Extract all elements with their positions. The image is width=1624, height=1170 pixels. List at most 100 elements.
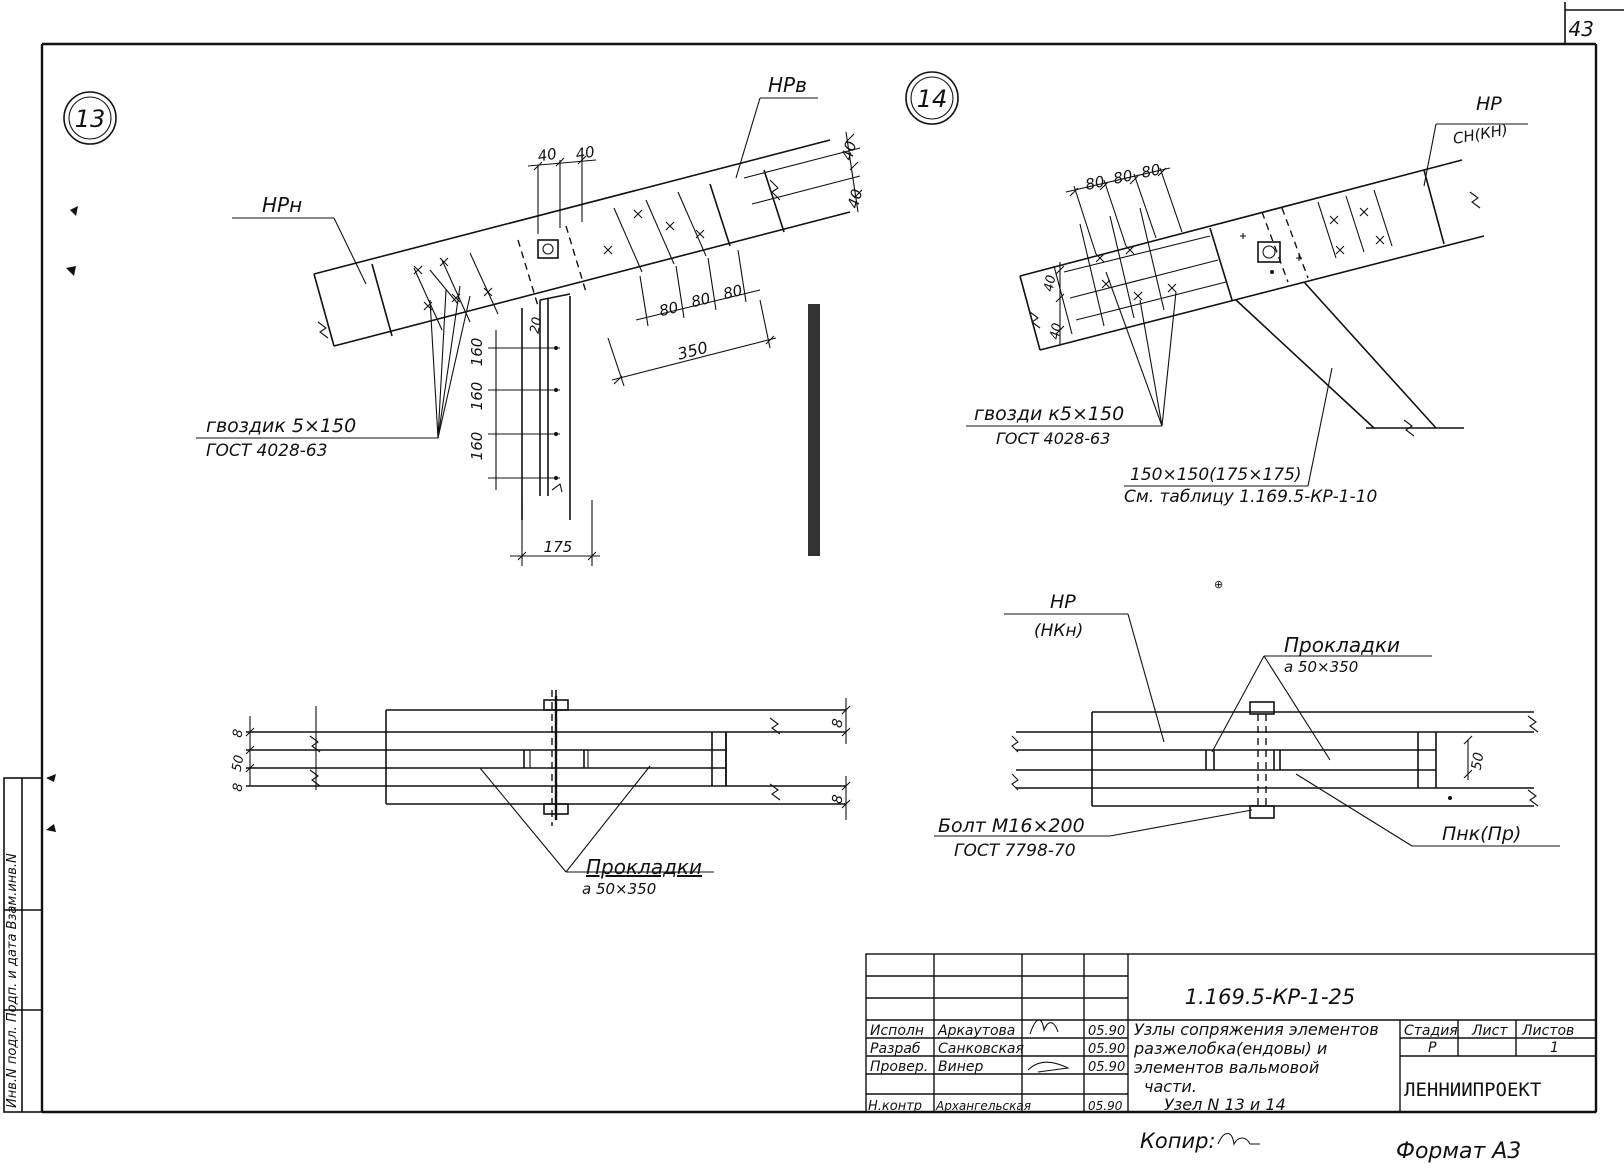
title-block-code: 1.169.5-КР-1-25 [1185, 985, 1356, 1009]
node-13-dim-40b: 40 [574, 143, 596, 164]
section-13-pads-line2: а 50×350 [582, 880, 656, 898]
section-13-dim-50: 50 [230, 754, 248, 773]
stray-mark: ⊕ [1214, 578, 1223, 591]
node-13-number: 13 [75, 105, 106, 133]
date-1: 05.90 [1088, 1024, 1125, 1039]
sheets-value: 1 [1550, 1040, 1559, 1056]
node-14-bolt-washer [1257, 241, 1281, 263]
date-5: 05.90 [1088, 1099, 1123, 1113]
section-14-pads-line2: а 50×350 [1284, 658, 1358, 676]
node-14-label-hp: НР [1476, 93, 1502, 115]
signature-1 [1029, 1019, 1059, 1035]
node-13-label-lower: НРн [262, 193, 302, 217]
margin-marks [46, 206, 78, 832]
section-13-pads-line1: Прокладки [586, 855, 702, 879]
node-13-post [488, 293, 600, 566]
node-14-dim-40b: 40 [1048, 322, 1066, 341]
node-13-dim-80b: 80 [689, 289, 712, 311]
section-14-label-hp: НР [1050, 591, 1076, 613]
name-1: Аркаутова [937, 1023, 1015, 1039]
node-14-nails-line2: ГОСТ 4028-63 [996, 429, 1110, 448]
node-14-dims [1055, 167, 1183, 344]
section-14-dim-50: 50 [1469, 751, 1488, 771]
date-2: 05.90 [1088, 1042, 1125, 1057]
node-13-nails [413, 209, 705, 311]
node-13-dim-80a: 80 [657, 298, 680, 320]
section-13-bolt [543, 690, 569, 826]
role-5: Н.контр [868, 1099, 922, 1114]
node-14-section-line1: 150×150(175×175) [1130, 465, 1302, 485]
node-14-dim-80c: 80 [1140, 160, 1162, 182]
node-13-nails-line2: ГОСТ 4028-63 [206, 441, 328, 461]
sheet-header: Лист [1471, 1023, 1508, 1039]
stage-header: Стадия [1404, 1023, 1458, 1039]
stage-value: Р [1428, 1040, 1437, 1056]
page-number: 43 [1569, 17, 1594, 41]
side-stamp-text: Инв.N подл. Подп. и дата Взам.инв.N [5, 853, 20, 1108]
node-13-dim-160a: 160 [468, 338, 486, 367]
node-14-dim-40a: 40 [1042, 274, 1060, 293]
node-13-dim-40c: 40 [838, 139, 860, 162]
node-13-nails-line1: гвоздик 5×150 [206, 415, 356, 437]
side-stamp: Инв.N подл. Подп. и дата Взам.инв.N [3, 777, 43, 1113]
name-5: Архангельская [935, 1099, 1031, 1113]
title-line-2: разжелобка(ендовы) и [1133, 1039, 1327, 1058]
section-14-bolt-line2: ГОСТ 7798-70 [954, 841, 1076, 861]
role-2: Разраб [870, 1041, 921, 1057]
node-14: 14 [905, 71, 1528, 507]
title-line-5: Узел N 13 и 14 [1164, 1095, 1286, 1114]
title-line-3: элементов вальмовой [1134, 1058, 1319, 1077]
section-13-dim-8c: 8 [230, 728, 246, 739]
section-14-bolt-line1: Болт М16×200 [938, 815, 1085, 837]
sheets-header: Листов [1521, 1023, 1574, 1039]
section-14-bolt [1249, 701, 1275, 819]
copy-signature [1217, 1132, 1260, 1146]
node-13-dim-40d: 40 [844, 187, 866, 210]
node-13-dim-20: 20 [528, 316, 546, 335]
node-14-label-hp-sub: СН(КН) [1452, 121, 1510, 148]
node-14-beam [1019, 159, 1485, 351]
node-14-circle [905, 71, 959, 125]
role-3: Провер. [870, 1059, 928, 1075]
node-13-dim-160b: 160 [468, 382, 486, 411]
copy-label: Копир: [1140, 1129, 1216, 1153]
node-13-dim-160c: 160 [468, 432, 486, 461]
section-14-label-pnk: Пнк(Пр) [1442, 823, 1521, 845]
node-14-number: 14 [917, 85, 948, 113]
node-14-strut [1235, 281, 1464, 437]
node-13-hatch-bar [808, 304, 820, 556]
node-13-label-upper: НРв [768, 73, 807, 97]
node-13: 13 [63, 73, 866, 566]
node-13-dim-80c: 80 [721, 281, 744, 303]
node-13-circle [63, 91, 117, 145]
node-14-dim-80a: 80 [1084, 172, 1106, 194]
node-14-dim-80b: 80 [1112, 166, 1134, 188]
node-13-dim-40a: 40 [536, 145, 558, 166]
name-3: Винер [938, 1059, 983, 1075]
name-2: Санковская [938, 1041, 1024, 1057]
title-line-4: части. [1144, 1077, 1197, 1096]
node-14-nails [1095, 207, 1385, 301]
node-13-beam [313, 139, 851, 347]
section-13: 8 8 8 50 8 Прокладки а 50×350 [230, 690, 851, 898]
node-13-top-dims [527, 131, 863, 387]
format-label: Формат А3 [1396, 1139, 1521, 1164]
node-13-dim-175: 175 [544, 538, 573, 556]
section-13-dim-8b: 8 [829, 793, 846, 805]
node-13-bolt-washer [537, 239, 559, 259]
date-3: 05.90 [1088, 1060, 1125, 1075]
section-14-label-hp-sub: (НКн) [1034, 621, 1083, 641]
title-line-1: Узлы сопряжения элементов [1134, 1020, 1379, 1039]
section-14-pads-line1: Прокладки [1284, 633, 1400, 657]
organization: ЛЕННИИПРОЕКТ [1404, 1079, 1541, 1101]
section-13-dim-8d: 8 [230, 782, 246, 793]
node-14-nails-line1: гвозди к5×150 [974, 403, 1124, 425]
sheet-frame [40, 2, 1624, 1114]
title-block: 1.169.5-КР-1-25 Исполн Разраб Провер. Н.… [865, 953, 1597, 1114]
signature-3 [1027, 1061, 1070, 1073]
section-13-dim-8a: 8 [829, 717, 846, 729]
role-1: Исполн [870, 1023, 924, 1039]
node-14-section-line2: См. таблицу 1.169.5-КР-1-10 [1124, 487, 1377, 507]
node-13-dim-350: 350 [676, 338, 710, 364]
